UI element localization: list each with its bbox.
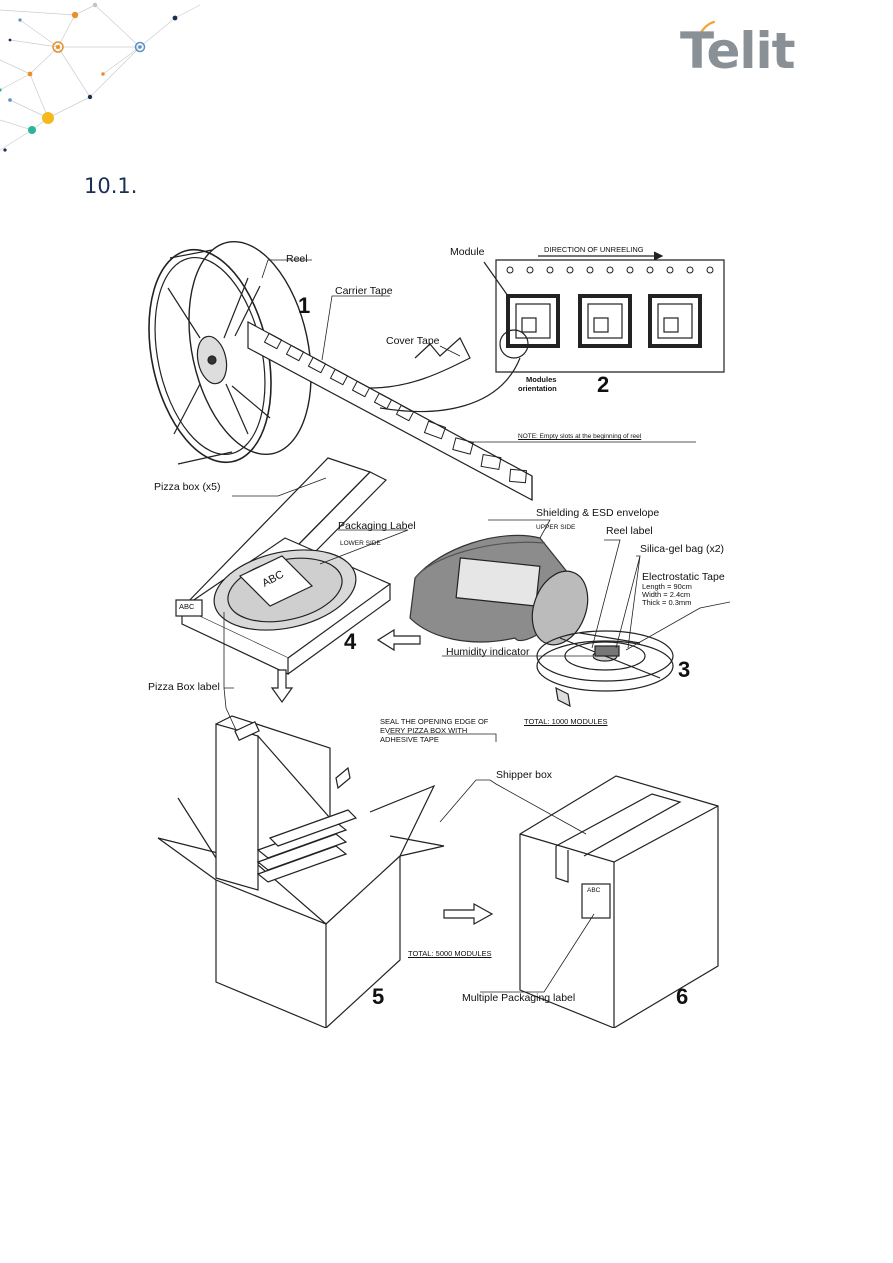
step-6: 6 xyxy=(676,984,689,1009)
label-upper-side: UPPER SIDE xyxy=(536,524,576,531)
label-width: Width = 2.4cm xyxy=(642,590,691,599)
label-packaging-label: Packaging Label xyxy=(338,520,416,532)
carrier-tape xyxy=(247,320,533,502)
step-1: 1 xyxy=(298,293,311,318)
step-3: 3 xyxy=(678,657,691,682)
label-direction: DIRECTION OF UNREELING xyxy=(544,245,644,254)
label-electrostatic: Electrostatic Tape xyxy=(642,571,725,583)
network-decoration xyxy=(0,2,201,152)
label-reel: Reel xyxy=(286,253,308,265)
label-seal-3: ADHESIVE TAPE xyxy=(380,735,439,744)
label-cover-tape: Cover Tape xyxy=(386,335,440,347)
label-shielding: Shielding & ESD envelope xyxy=(536,507,660,519)
step-2: 2 xyxy=(597,372,610,397)
label-reel-label: Reel label xyxy=(606,525,653,537)
label-module: Module xyxy=(450,246,485,258)
label-pizza-box: Pizza box (x5) xyxy=(154,481,221,493)
label-modules-orientation-2: orientation xyxy=(518,384,557,393)
label-length: Length = 90cm xyxy=(642,582,692,591)
label-humidity: Humidity indicator xyxy=(446,646,530,658)
abc-label-shipper: ABC xyxy=(587,887,601,894)
label-total-5000: TOTAL: 5000 MODULES xyxy=(408,949,492,958)
abc-label-box-side: ABC xyxy=(179,602,195,611)
label-modules-orientation-1: Modules xyxy=(526,375,557,384)
telit-logo-text: Telit xyxy=(680,22,796,80)
packaging-illustration xyxy=(148,240,730,1028)
label-seal-1: SEAL THE OPENING EDGE OF xyxy=(380,717,489,726)
label-lower-side: LOWER SIDE xyxy=(340,540,381,547)
tape-detail xyxy=(379,251,725,413)
arrow-4-to-5 xyxy=(270,669,294,704)
pizza-box xyxy=(175,457,392,675)
label-total-1000: TOTAL: 1000 MODULES xyxy=(524,717,608,726)
arrow-5-to-6 xyxy=(443,902,494,926)
label-pizza-box-label: Pizza Box label xyxy=(148,681,220,693)
step-5: 5 xyxy=(372,984,385,1009)
label-carrier-tape: Carrier Tape xyxy=(335,285,393,297)
label-shipper-box: Shipper box xyxy=(496,769,553,781)
closed-shipper-box xyxy=(519,775,719,1028)
label-seal-2: EVERY PIZZA BOX WITH xyxy=(380,726,468,735)
label-multiple-packaging: Multiple Packaging label xyxy=(462,992,576,1004)
label-thick: Thick = 0.3mm xyxy=(642,598,692,607)
label-silica: Silica-gel bag (x2) xyxy=(640,543,725,555)
telit-logo-mark xyxy=(698,20,716,36)
label-note: NOTE: Empty slots at the beginning of re… xyxy=(518,433,642,440)
packaging-figure: Reel Carrier Tape Cover Tape Module DIRE… xyxy=(140,238,730,1028)
arrow-3-to-4 xyxy=(376,628,421,652)
esd-envelope xyxy=(409,534,589,646)
step-4: 4 xyxy=(344,629,357,654)
open-shipper-box xyxy=(157,715,445,1028)
section-number: 10.1. xyxy=(84,174,138,198)
